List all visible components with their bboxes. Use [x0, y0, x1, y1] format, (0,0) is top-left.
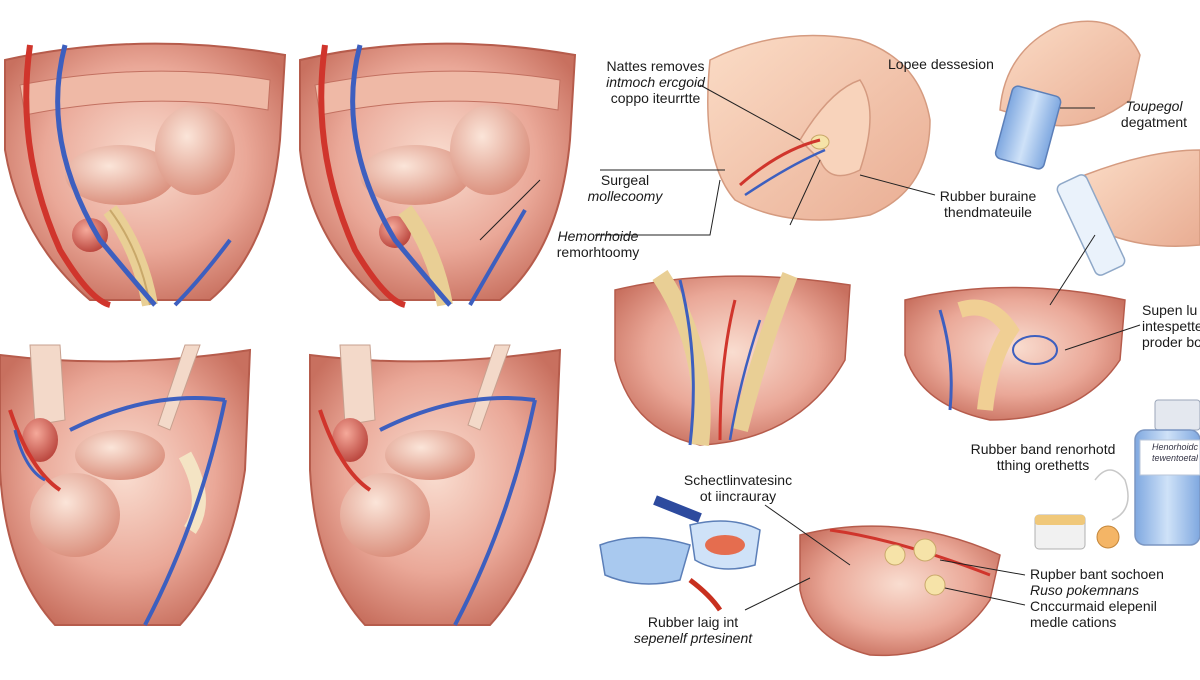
anal-section-bottom-right	[799, 525, 1001, 657]
bottle-label-text: Henorhoidc tewentoetal	[1152, 442, 1198, 463]
cross-section-bottom-middle	[309, 344, 562, 626]
finger-examination-illustration	[707, 34, 931, 221]
label-lopee-dessesion: Lopee dessesion	[888, 56, 994, 72]
label-rubber-laig-int: Rubber laig int sepenelf prtesinent	[633, 614, 753, 646]
label-hemorrhoide-remorhtoomy: Hemorrhoide remorhtoomy	[556, 228, 640, 260]
label-nattes-removes: Nattes removes intmoch ercgoid coppo ite…	[606, 58, 705, 106]
leader-lines	[479, 84, 1141, 611]
rubber-band-tool-illustration	[599, 495, 761, 612]
label-surgeal-mollecoomy: Surgeal mollecoomy	[587, 172, 663, 204]
label-rupber-bant-sochoen: Rupber bant sochoen Ruso pokemnans Cnccu…	[1030, 566, 1164, 630]
label-schectlinvatesinc: Schectlinvatesinc ot iincrauray	[683, 472, 793, 504]
ointment-bottle-illustration	[1034, 399, 1200, 550]
label-supen-lu: Supen lu intespette proder bo	[1142, 302, 1200, 350]
colon-section-middle-left	[614, 270, 851, 446]
colon-section-middle-right	[904, 286, 1126, 421]
hands-with-bottle-illustration	[994, 20, 1200, 276]
cross-section-top-middle	[299, 42, 577, 308]
label-rubber-band-renorhotd: Rubber band renorhotd tthing orethetts	[970, 441, 1116, 473]
label-rubber-buraine: Rubber buraine thendmateuile	[939, 188, 1037, 220]
cross-section-bottom-left	[0, 344, 252, 626]
label-toupegol-degatment: Toupegol degatment	[1120, 98, 1188, 130]
cross-section-top-left	[4, 42, 287, 308]
